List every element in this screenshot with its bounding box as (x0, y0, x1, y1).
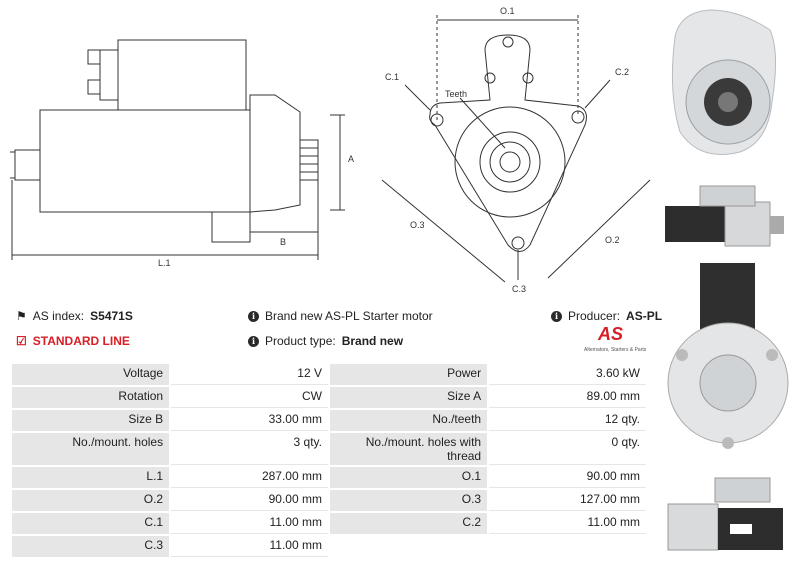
label-o3: O.3 (410, 220, 425, 230)
label-a: A (348, 154, 354, 164)
tag-icon: ⚑ (16, 309, 27, 323)
spec-label: Size A (329, 387, 488, 408)
spec-value: CW (171, 387, 328, 408)
spec-value: 12 qty. (489, 410, 646, 431)
spec-label (329, 536, 488, 557)
label-o2: O.2 (605, 235, 620, 245)
spec-label: No./mount. holes with thread (329, 433, 488, 465)
front-housing (454, 106, 566, 218)
spec-label: L.1 (12, 467, 170, 488)
technical-drawing: A B L.1 O.1 O.2 O.3 C.1 C.2 C.3 Teeth (10, 6, 651, 294)
producer: i Producer: AS-PL (551, 309, 662, 323)
label-l1: L.1 (158, 258, 171, 268)
product-type-value: Brand new (341, 334, 404, 348)
spec-label: C.3 (12, 536, 170, 557)
spec-value: 3 qty. (171, 433, 328, 465)
producer-label: Producer: (568, 309, 621, 323)
spec-value: 11.00 mm (171, 513, 328, 534)
spec-label: Size B (12, 410, 170, 431)
product-photo-angle (660, 468, 795, 564)
spec-label: No./mount. holes (12, 433, 170, 465)
spec-value: 3.60 kW (489, 364, 646, 385)
as-pl-logo: AS Alternators, Starters & Parts (584, 324, 647, 353)
info-icon: i (248, 335, 259, 347)
product-description: i Brand new AS-PL Starter motor (248, 309, 433, 323)
spec-label: No./teeth (329, 410, 488, 431)
spec-label: O.2 (12, 490, 170, 511)
product-type: i Product type: Brand new (248, 334, 403, 348)
standard-line-text: STANDARD LINE (32, 334, 130, 348)
spec-label: O.3 (329, 490, 488, 511)
label-c2: C.2 (615, 67, 629, 77)
info-icon: i (248, 310, 259, 322)
dimension-o3 (381, 179, 506, 283)
pinion-gear (299, 139, 319, 181)
dimension-o2 (547, 179, 651, 279)
spec-value: 11.00 mm (171, 536, 328, 557)
label-c1: C.1 (385, 72, 399, 82)
spec-value: 287.00 mm (171, 467, 328, 488)
as-index-label: AS index: (32, 309, 85, 323)
label-teeth: Teeth (445, 89, 467, 99)
spec-value (489, 536, 646, 557)
as-index-value: S5471S (90, 309, 133, 323)
producer-value: AS-PL (626, 309, 663, 323)
product-photo-side (660, 178, 795, 250)
spec-label: O.1 (329, 467, 488, 488)
spec-value: 90.00 mm (171, 490, 328, 511)
product-type-label: Product type: (265, 334, 336, 348)
spec-value: 12 V (171, 364, 328, 385)
product-photo-rear (660, 255, 795, 465)
product-photo-front (660, 2, 795, 177)
spec-value: 89.00 mm (489, 387, 646, 408)
spec-value: 0 qty. (489, 433, 646, 465)
solenoid (117, 39, 247, 111)
spec-label: C.2 (329, 513, 488, 534)
mount-flange (211, 211, 251, 243)
info-icon: i (551, 310, 562, 322)
spec-label: Rotation (12, 387, 170, 408)
label-c3: C.3 (512, 284, 526, 294)
spec-value: 127.00 mm (489, 490, 646, 511)
hole-c3 (511, 236, 525, 250)
standard-line: ☑ STANDARD LINE (16, 334, 130, 348)
spec-label: Voltage (12, 364, 170, 385)
nose-housing (249, 94, 301, 213)
spec-value: 90.00 mm (489, 467, 646, 488)
description-text: Brand new AS-PL Starter motor (265, 309, 433, 323)
checkbox-icon: ☑ (16, 334, 27, 348)
label-b: B (280, 237, 286, 247)
motor-body (39, 109, 251, 213)
pinion-teeth (489, 141, 531, 183)
spec-label: C.1 (12, 513, 170, 534)
as-index: ⚑ AS index: S5471S (16, 309, 133, 323)
spec-label: Power (329, 364, 488, 385)
front-flange (429, 34, 587, 252)
label-o1: O.1 (500, 6, 515, 16)
spec-value: 33.00 mm (171, 410, 328, 431)
spec-value: 11.00 mm (489, 513, 646, 534)
